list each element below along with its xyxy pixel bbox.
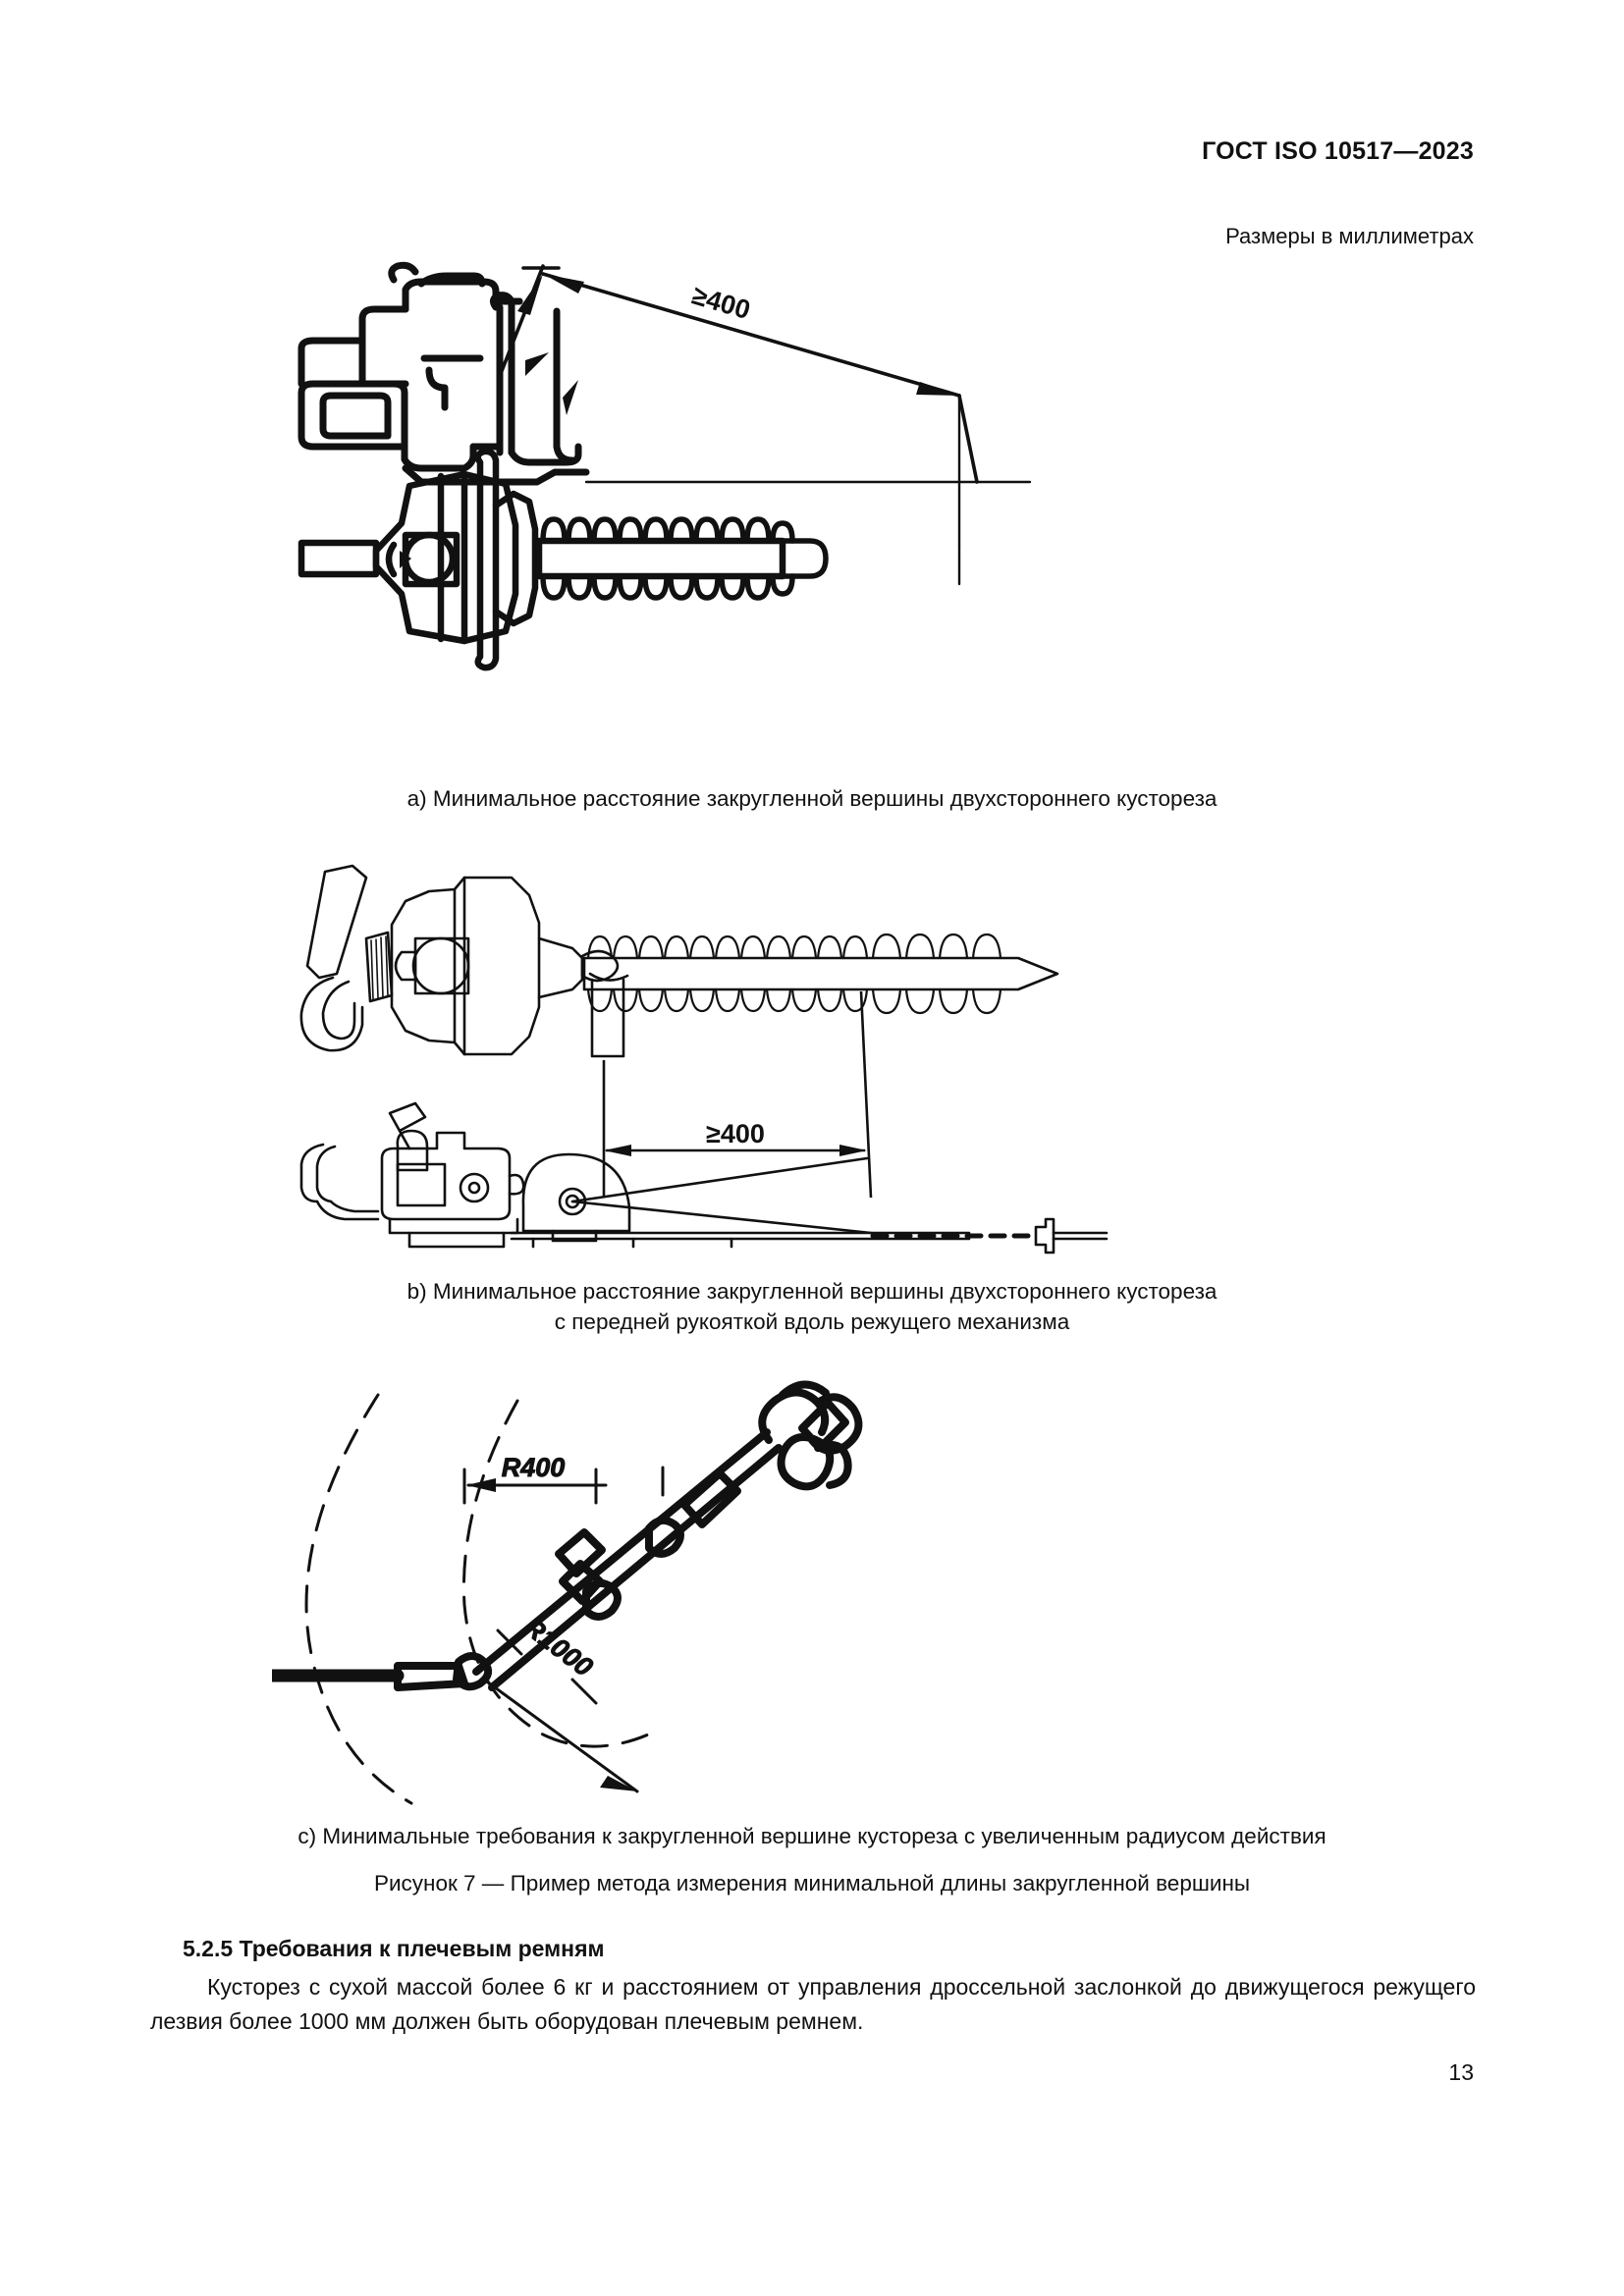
figure-7c-drawing: R400 R1000 (272, 1380, 863, 1805)
figure-7c-caption: c) Минимальные требования к закругленной… (0, 1821, 1624, 1851)
document-standard-header: ГОСТ ISO 10517—2023 (1202, 137, 1474, 165)
figure-7b-drawing: ≥400 (299, 864, 1109, 1255)
paragraph-text: Кусторез с сухой массой более 6 кг и рас… (150, 1974, 1476, 2034)
caption-line: a) Минимальное расстояние закругленной в… (406, 786, 1218, 811)
figure-title-text: Рисунок 7 — Пример метода измерения мини… (373, 1871, 1251, 1896)
caption-line: c) Минимальные требования к закругленной… (298, 1824, 1326, 1848)
dimension-label-r1000: R1000 (518, 1612, 599, 1682)
dimension-label-r400: R400 (502, 1453, 566, 1482)
figure-7a-caption: a) Минимальное расстояние закругленной в… (0, 783, 1624, 814)
caption-line: с передней рукояткой вдоль режущего меха… (554, 1309, 1070, 1334)
units-note: Размеры в миллиметрах (1225, 224, 1474, 248)
figure-7a: ≥400 (0, 250, 1624, 785)
section-paragraph: Кусторез с сухой массой более 6 кг и рас… (150, 1970, 1476, 2039)
section-heading: 5.2.5 Требования к плечевым ремням (183, 1936, 605, 1961)
figure-7b-caption: b) Минимальное расстояние закругленной в… (0, 1276, 1624, 1337)
caption-line: b) Минимальное расстояние закругленной в… (406, 1279, 1218, 1304)
figure-7c: R400 R1000 (0, 1360, 1624, 1811)
figure-7b: ≥400 (0, 864, 1624, 1266)
figure-title: Рисунок 7 — Пример метода измерения мини… (0, 1868, 1624, 1898)
page-number: 13 (1448, 2059, 1474, 2085)
dimension-label-b: ≥400 (706, 1119, 765, 1148)
figure-7a-drawing: ≥400 (298, 261, 1032, 671)
